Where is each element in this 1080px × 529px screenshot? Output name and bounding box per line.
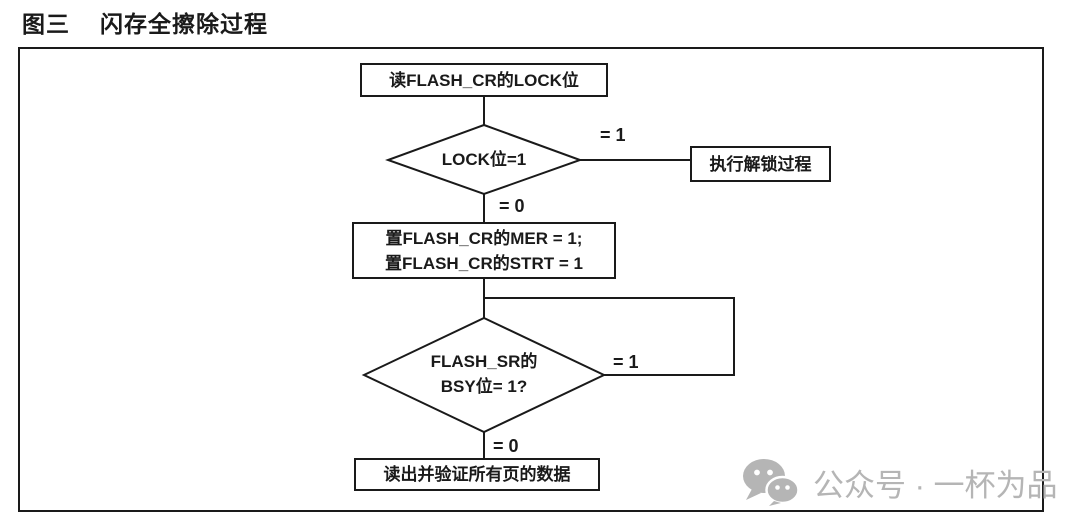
node-set-cr: 置FLASH_CR的MER = 1; 置FLASH_CR的STRT = 1 (352, 222, 616, 279)
diagram-frame (18, 47, 1044, 512)
wechat-icon (743, 459, 800, 506)
node-verify: 读出并验证所有页的数据 (354, 458, 600, 491)
edge-label-bsy-eq0: = 0 (493, 436, 519, 456)
edge-label-bsy-eq1: = 1 (613, 352, 639, 372)
decision-lock-shape (385, 123, 583, 196)
node-verify-label: 读出并验证所有页的数据 (383, 465, 571, 484)
figure-name: 闪存全擦除过程 (100, 11, 268, 37)
node-read-lock: 读FLASH_CR的LOCK位 (360, 63, 608, 97)
decision-lock-label: LOCK位=1 (441, 150, 527, 169)
connector-bsy-loopback (484, 297, 735, 376)
node-unlock: 执行解锁过程 (690, 146, 831, 182)
decision-bsy-label: FLASH_SR的 BSY位= 1? (364, 349, 604, 399)
node-unlock-label: 执行解锁过程 (709, 154, 812, 174)
figure-title: 图三 闪存全擦除过程 (22, 5, 268, 39)
edge-label-lock-eq1: = 1 (600, 125, 626, 145)
decision-bsy-line2: BSY位= 1? (440, 377, 528, 396)
decision-bsy-line1: FLASH_SR的 (430, 352, 538, 371)
figure-label: 图三 (22, 11, 70, 37)
node-set-cr-line1: 置FLASH_CR的MER = 1; (385, 228, 583, 248)
decision-bsy-shape (361, 316, 607, 434)
watermark-text: 公众号 · 一杯为品 (813, 467, 1058, 503)
edge-label-lock-eq0: = 0 (499, 196, 525, 216)
watermark: 公众号 · 一杯为品 (741, 458, 1058, 506)
node-read-lock-label: 读FLASH_CR的LOCK位 (389, 70, 579, 90)
node-set-cr-line2: 置FLASH_CR的STRT = 1 (385, 253, 583, 273)
